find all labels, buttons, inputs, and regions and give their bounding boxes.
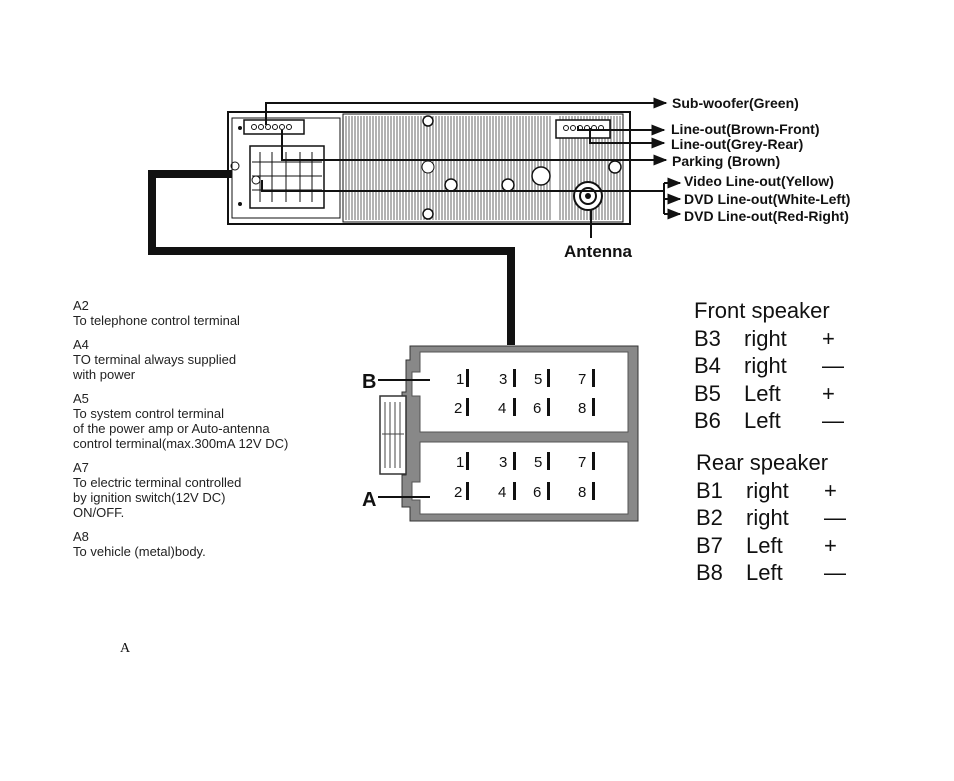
speaker-polarity: — (822, 408, 844, 433)
pin-a3: 3 (499, 454, 507, 471)
footnote: A (120, 641, 131, 656)
speaker-pin: B7 (696, 532, 723, 558)
note-code: A4 (73, 337, 89, 352)
speaker-row: B7 Left + (696, 532, 846, 560)
pin-b7: 7 (578, 371, 586, 388)
pin-a2: 2 (454, 484, 462, 501)
speaker-row: B4 right — (694, 352, 844, 380)
note-a2: A2 To telephone control terminal (73, 298, 363, 328)
speaker-side: Left (744, 408, 781, 433)
pin-b1: 1 (456, 371, 464, 388)
speaker-pin: B2 (696, 505, 723, 530)
label-lineout-front: Line-out(Brown-Front) (671, 121, 820, 137)
speaker-polarity: — (822, 353, 844, 378)
rear-speaker-title: Rear speaker (696, 450, 829, 475)
note-text: TO terminal always supplied with power (73, 352, 237, 382)
speaker-side: right (744, 325, 787, 351)
note-a8: A8 To vehicle (metal)body. (73, 529, 363, 559)
pin-a4: 4 (498, 484, 506, 501)
pin-a8: 8 (578, 484, 586, 501)
connector-label-b: B (362, 371, 376, 393)
speaker-row: B8 Left — (696, 559, 846, 587)
speaker-polarity: — (824, 505, 846, 530)
pin-notes: A2 To telephone control terminal A4 TO t… (73, 298, 363, 568)
label-parking: Parking (Brown) (672, 153, 780, 169)
speaker-polarity: + (824, 532, 837, 558)
pin-a7: 7 (578, 454, 586, 471)
pin-b3: 3 (499, 371, 507, 388)
cooling-fins (345, 116, 621, 220)
note-code: A7 (73, 460, 89, 475)
connector-latch (379, 395, 407, 475)
pin-b5: 5 (534, 371, 542, 388)
speaker-row: B6 Left — (694, 407, 844, 435)
pin-b2: 2 (454, 400, 462, 417)
speaker-side: Left (746, 560, 783, 585)
pin-a5: 5 (534, 454, 542, 471)
speaker-pin: B3 (694, 325, 721, 351)
note-code: A5 (73, 391, 89, 406)
head-unit (227, 111, 631, 225)
speaker-pin: B5 (694, 380, 721, 406)
pin-b8: 8 (578, 400, 586, 417)
speaker-side: right (746, 505, 789, 530)
note-code: A8 (73, 529, 89, 544)
speaker-side: right (746, 477, 789, 503)
label-subwoofer: Sub-woofer(Green) (672, 95, 799, 111)
speaker-polarity: + (822, 380, 835, 406)
connector-label-a: A (362, 489, 376, 511)
label-dvd-left: DVD Line-out(White-Left) (684, 191, 850, 207)
speaker-polarity: + (824, 477, 837, 503)
speaker-pin: B1 (696, 477, 723, 503)
speaker-pin: B8 (696, 560, 723, 585)
speaker-row: B2 right — (696, 504, 846, 532)
speaker-row: B1 right + (696, 477, 846, 505)
speaker-polarity: + (822, 325, 835, 351)
note-text: To vehicle (metal)body. (73, 544, 206, 559)
speaker-pin: B6 (694, 408, 721, 433)
note-text: To electric terminal controlled by ignit… (73, 475, 242, 520)
pin-b4: 4 (498, 400, 506, 417)
wiring-harness-cable (148, 170, 515, 345)
speaker-side: Left (744, 380, 781, 406)
pin-a6: 6 (533, 484, 541, 501)
note-a7: A7 To electric terminal controlled by ig… (73, 460, 363, 520)
label-antenna: Antenna (564, 242, 633, 261)
front-speaker-title: Front speaker (694, 298, 830, 323)
note-a5: A5 To system control terminal of the pow… (73, 391, 363, 451)
pin-b6: 6 (533, 400, 541, 417)
label-lineout-rear: Line-out(Grey-Rear) (671, 136, 803, 152)
leader-lines (261, 97, 682, 238)
label-dvd-right: DVD Line-out(Red-Right) (684, 208, 849, 224)
note-code: A2 (73, 298, 89, 313)
rca-jacks-left (251, 124, 292, 130)
speaker-pin: B4 (694, 353, 721, 378)
speaker-side: Left (746, 532, 783, 558)
label-video-out: Video Line-out(Yellow) (684, 173, 834, 189)
speaker-row: B3 right + (694, 325, 844, 353)
note-text: To telephone control terminal (73, 313, 240, 328)
speaker-side: right (744, 353, 787, 378)
note-a4: A4 TO terminal always supplied with powe… (73, 337, 363, 382)
speaker-row: B5 Left + (694, 380, 844, 408)
note-text: To system control terminal of the power … (73, 406, 289, 451)
iso-connector (378, 345, 639, 522)
speaker-polarity: — (824, 560, 846, 585)
pin-a1: 1 (456, 454, 464, 471)
